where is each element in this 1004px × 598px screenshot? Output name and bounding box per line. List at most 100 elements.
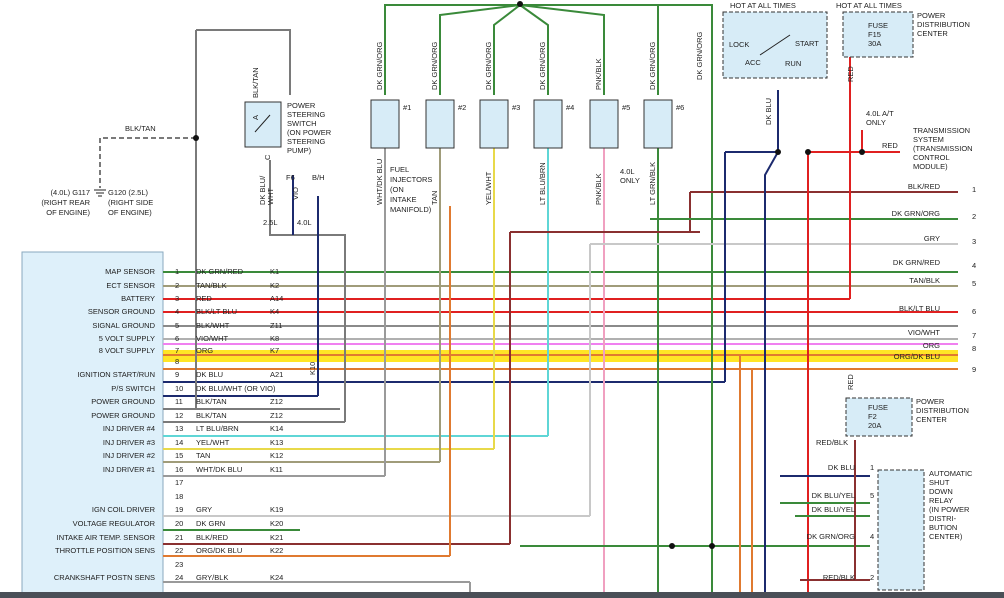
ignition-lock: LOCK — [729, 40, 749, 49]
asd-pin-number: 1 — [870, 463, 874, 472]
injector-number: #2 — [458, 103, 466, 112]
right-connector-wire: BLK/RED — [908, 182, 941, 191]
ground-symbol — [94, 189, 106, 197]
fuel-injectors-label: INJECTORS — [390, 175, 432, 184]
fuel-injectors-label: INTAKE — [390, 195, 417, 204]
ps-2-5l: 2.5L — [263, 218, 278, 227]
fuse-f15-box — [842, 11, 914, 58]
pcm-pin-label: P/S SWITCH — [111, 384, 155, 393]
fuel-injectors-label: MANIFOLD) — [390, 205, 432, 214]
injector-number: #3 — [512, 103, 520, 112]
pcm-pin-number: 16 — [175, 465, 183, 474]
pcm-pin-wire-color: TAN — [196, 451, 210, 460]
f2-pdc: POWER — [916, 397, 945, 406]
pcm-pin-circuit: Z11 — [270, 321, 282, 330]
asd-relay-label: RELAY — [929, 496, 953, 505]
ps-switch-label: PUMP) — [287, 146, 312, 155]
right-connector-pin: 8 — [972, 344, 976, 353]
f2-line: FUSE — [868, 403, 888, 412]
pcm-pin-label: MAP SENSOR — [105, 267, 155, 276]
asd-relay-label: AUTOMATIC — [929, 469, 973, 478]
pcm-pin-number: 22 — [175, 546, 183, 555]
injector-bottom-wire: LT BLU/BRN — [538, 162, 547, 205]
pcm-pin-number: 24 — [175, 573, 183, 582]
ps-bh: B/H — [312, 173, 325, 182]
ignition-header: HOT AT ALL TIMES — [730, 1, 796, 10]
asd-relay-label: BUTION — [929, 523, 957, 532]
pcm-pin-number: 1 — [175, 267, 179, 276]
pcm-pin-wire-color: ORG — [196, 346, 213, 355]
ground-g120: (RIGHT SIDE — [108, 198, 153, 207]
dk-grn-org-top: DK GRN/ORG — [695, 31, 704, 80]
pcm-pin-wire-color: RED — [196, 294, 212, 303]
pcm-pin-wire-color: GRY/BLK — [196, 573, 228, 582]
pcm-pin-label: INJ DRIVER #3 — [103, 438, 155, 447]
injector-bottom-wire: WHT/DK BLU — [375, 159, 384, 205]
pcm-pin-wire-color: LT BLU/BRN — [196, 424, 239, 433]
pcm-pin-wire-color: BLK/LT BLU — [196, 307, 237, 316]
pcm-pin-wire-color: BLK/TAN — [196, 397, 227, 406]
pcm-pin-wire-color: VIO/WHT — [196, 334, 228, 343]
ps-switch-contact — [254, 114, 271, 133]
asd-relay-label: (IN POWER — [929, 505, 970, 514]
ps-switch-label: SWITCH — [287, 119, 317, 128]
asd-pin-number: 2 — [870, 573, 874, 582]
pcm-pin-circuit: K13 — [270, 438, 283, 447]
tcm-note: ONLY — [866, 118, 886, 127]
injector-number: #5 — [622, 103, 630, 112]
ignition-start: START — [795, 39, 819, 48]
injector-boxes — [370, 99, 673, 149]
ps-switch-label: STEERING — [287, 110, 326, 119]
fuel-injectors-label: (ON — [390, 185, 404, 194]
injector-note: 4.0L — [620, 167, 635, 176]
injector-number: #4 — [566, 103, 574, 112]
ps-vio-wire: VIO — [291, 187, 300, 200]
pcm-pin-number: 19 — [175, 505, 183, 514]
right-connector-pin: 2 — [972, 212, 976, 221]
right-connector-pin: 7 — [972, 331, 976, 340]
ps-k10: K10 — [308, 362, 317, 375]
pcm-pin-label: INTAKE AIR TEMP. SENSOR — [57, 533, 156, 542]
pcm-pin-label: VOLTAGE REGULATOR — [73, 519, 156, 528]
pcm-pin-wire-color: YEL/WHT — [196, 438, 230, 447]
fuel-injectors-label: FUEL — [390, 165, 409, 174]
tcm-label: MODULE) — [913, 162, 948, 171]
pcm-pin-number: 10 — [175, 384, 183, 393]
pcm-module — [21, 251, 164, 598]
injector-top-wire: DK GRN/ORG — [648, 41, 657, 90]
pcm-pin-number: 2 — [175, 281, 179, 290]
ps-switch-label: STEERING — [287, 137, 326, 146]
pcm-pin-circuit: K19 — [270, 505, 283, 514]
power-steering-switch-box — [244, 101, 282, 148]
f15-wire: RED — [846, 66, 855, 82]
pcm-pin-circuit: K24 — [270, 573, 283, 582]
pcm-pin-circuit: K4 — [270, 307, 279, 316]
injector-number: #1 — [403, 103, 411, 112]
pcm-pin-label: INJ DRIVER #1 — [103, 465, 155, 474]
injector-top-wire: DK GRN/ORG — [538, 41, 547, 90]
pcm-pin-circuit: K7 — [270, 346, 279, 355]
asd-relay-label: CENTER) — [929, 532, 963, 541]
pcm-pin-label: 8 VOLT SUPPLY — [99, 346, 155, 355]
asd-pin-wire: DK GRN/ORG — [807, 532, 856, 541]
pcm-pin-label: INJ DRIVER #4 — [103, 424, 155, 433]
pcm-pin-wire-color: DK BLU/WHT (OR VIO) — [196, 384, 276, 393]
vertical-wires — [99, 4, 958, 598]
pcm-pin-number: 14 — [175, 438, 183, 447]
f15-pdc: CENTER — [917, 29, 948, 38]
pcm-pin-number: 6 — [175, 334, 179, 343]
ground-g120: OF ENGINE) — [108, 208, 152, 217]
pcm-pin-wire-color: DK BLU — [196, 370, 223, 379]
pcm-pin-circuit: Z12 — [270, 397, 283, 406]
injector-bottom-wire: LT GRN/BLK — [648, 162, 657, 205]
right-connector-pin: 4 — [972, 261, 976, 270]
pcm-pin-wire-color: TAN/BLK — [196, 281, 227, 290]
ps-4-0l: 4.0L — [297, 218, 312, 227]
right-connector-wire: VIO/WHT — [908, 328, 940, 337]
pcm-pin-label: SENSOR GROUND — [88, 307, 156, 316]
ps-left-wire-2: WHT — [266, 188, 275, 205]
fuse-f2-box — [845, 397, 913, 437]
